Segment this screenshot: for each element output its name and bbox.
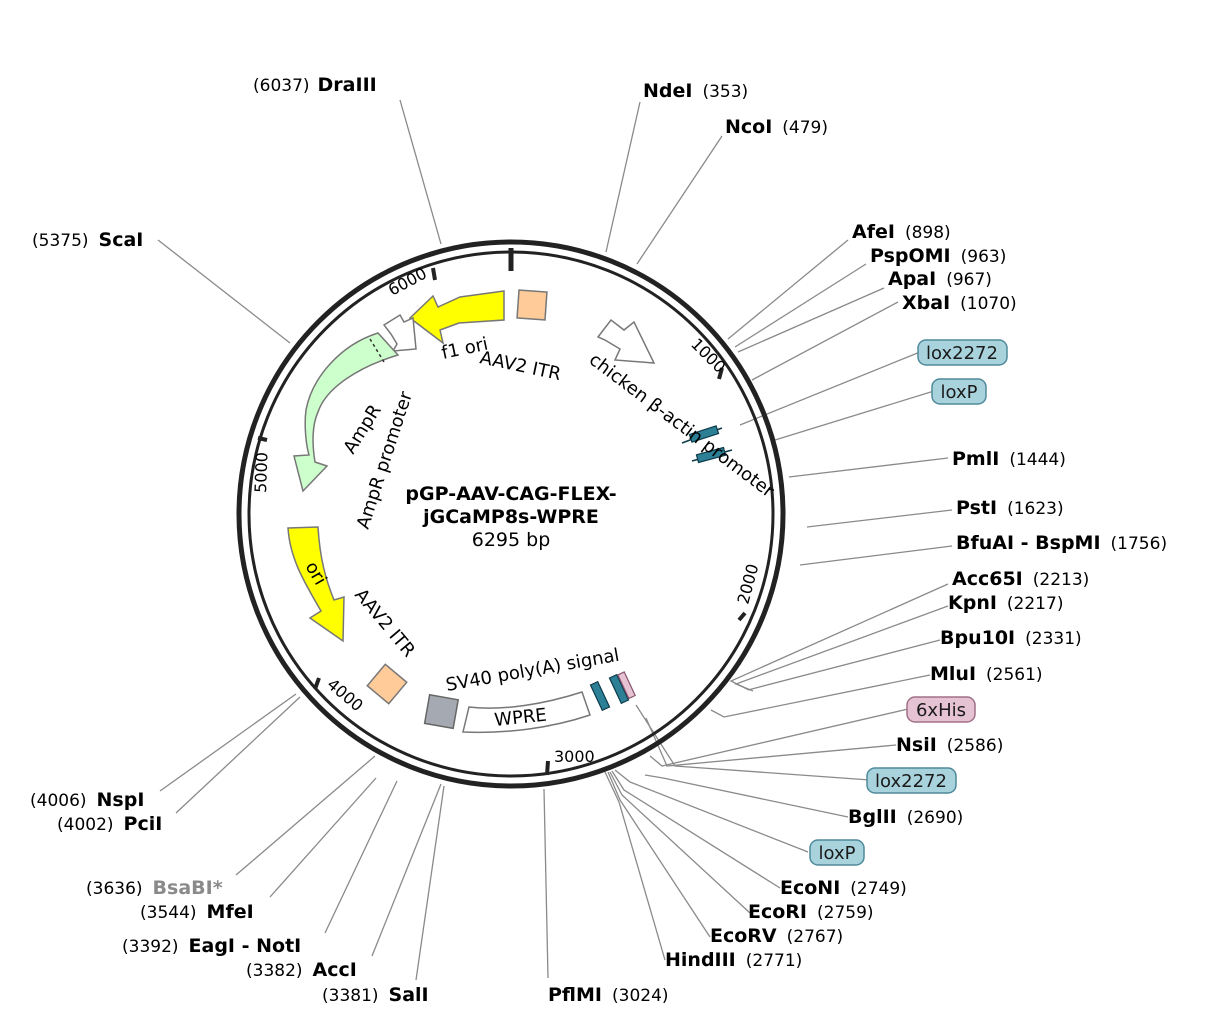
site-sali: (3381)SalI xyxy=(322,984,429,1006)
site-kpni: KpnI(2217) xyxy=(948,592,1063,614)
site-ecorv: EcoRV(2767) xyxy=(710,925,843,947)
label-cba-promoter: chicken β-actin promoter xyxy=(585,349,778,502)
site-acc65i: Acc65I(2213) xyxy=(952,568,1089,590)
leader-lines xyxy=(157,99,953,981)
site-ecori: EcoRI(2759) xyxy=(748,901,874,923)
site-draiii: (6037)DraIII xyxy=(253,74,377,96)
svg-text:loxP: loxP xyxy=(819,843,856,864)
site-labels: (6037)DraIII NdeI(353) NcoI(479) (5375)S… xyxy=(30,74,1167,1006)
site-pspomi: PspOMI(963) xyxy=(870,245,1006,267)
tick-label-3000: 3000 xyxy=(554,747,595,766)
chip-loxp-right: loxP xyxy=(931,378,987,405)
tick-2000 xyxy=(737,611,747,622)
wpre-arrow xyxy=(462,691,591,734)
svg-text:lox2272: lox2272 xyxy=(926,343,998,364)
tick-label-5000: 5000 xyxy=(251,452,271,493)
plasmid-name-line1: pGP-AAV-CAG-FLEX- xyxy=(405,483,616,505)
lox-sites-bottom xyxy=(589,671,637,712)
site-afei: AfeI(898) xyxy=(852,221,951,243)
site-econi: EcoNI(2749) xyxy=(780,877,907,899)
svg-text:lox2272: lox2272 xyxy=(875,771,947,792)
aav2-itr-top-box xyxy=(516,289,548,321)
site-ndei: NdeI(353) xyxy=(643,80,748,102)
plasmid-title: pGP-AAV-CAG-FLEX- jGCaMP8s-WPRE 6295 bp xyxy=(405,483,616,551)
site-bglii: BglII(2690) xyxy=(848,806,963,828)
site-apai: ApaI(967) xyxy=(888,268,992,290)
site-bpu10i: Bpu10I(2331) xyxy=(940,627,1082,649)
site-xbai: XbaI(1070) xyxy=(902,292,1017,314)
tick-3000 xyxy=(545,760,550,776)
site-ncoi: NcoI(479) xyxy=(725,116,828,138)
plasmid-size: 6295 bp xyxy=(472,529,551,551)
f1-ori-arrow xyxy=(408,290,505,345)
lox-sites-right xyxy=(681,425,733,464)
label-aav2-itr-bottom: AAV2 ITR xyxy=(350,585,419,662)
site-hindiii: HindIII(2771) xyxy=(665,949,802,971)
site-pcii: (4002)PciI xyxy=(57,813,162,835)
tick-4000 xyxy=(313,677,321,690)
ampr-arrow xyxy=(293,332,400,493)
tick-6000 xyxy=(431,267,437,281)
tick-label-4000: 4000 xyxy=(323,675,366,716)
aav2-itr-bottom-box xyxy=(366,663,408,705)
site-mlui: MluI(2561) xyxy=(930,663,1043,685)
chip-lox2272-bottom: lox2272 xyxy=(866,767,957,794)
chip-loxp-bottom: loxP xyxy=(809,839,865,866)
site-acci: (3382)AccI xyxy=(246,959,357,981)
label-aav2-itr-top: AAV2 ITR xyxy=(478,347,563,385)
site-eagi-noti: (3392)EagI - NotI xyxy=(122,935,301,957)
tick-marks xyxy=(257,248,747,776)
ori-arrow xyxy=(287,526,345,643)
site-pmli: PmlI(1444) xyxy=(952,448,1066,470)
site-mfei: (3544)MfeI xyxy=(140,901,254,923)
cba-promoter-arrow xyxy=(596,318,656,364)
plasmid-name-line2: jGCaMP8s-WPRE xyxy=(422,506,599,528)
site-psti: PstI(1623) xyxy=(956,497,1064,519)
features xyxy=(287,289,733,734)
chip-6xhis: 6xHis xyxy=(906,696,976,723)
site-nsii: NsiI(2586) xyxy=(896,734,1003,756)
chip-lox2272-right: lox2272 xyxy=(917,339,1008,366)
site-pflmi: PflMI(3024) xyxy=(548,984,669,1006)
svg-text:loxP: loxP xyxy=(941,382,978,403)
sv40-polya-box xyxy=(423,693,460,730)
svg-text:6xHis: 6xHis xyxy=(916,700,966,721)
site-bsabi: (3636)BsaBI* xyxy=(86,877,223,899)
site-bfuai-bspmi: BfuAI - BspMI(1756) xyxy=(956,532,1167,554)
tick-5000 xyxy=(257,436,268,442)
site-scai: (5375)ScaI xyxy=(32,229,143,251)
site-nspi: (4006)NspI xyxy=(30,789,144,811)
tick-1000 xyxy=(717,367,724,380)
ampr-promoter-arrow xyxy=(382,313,417,352)
